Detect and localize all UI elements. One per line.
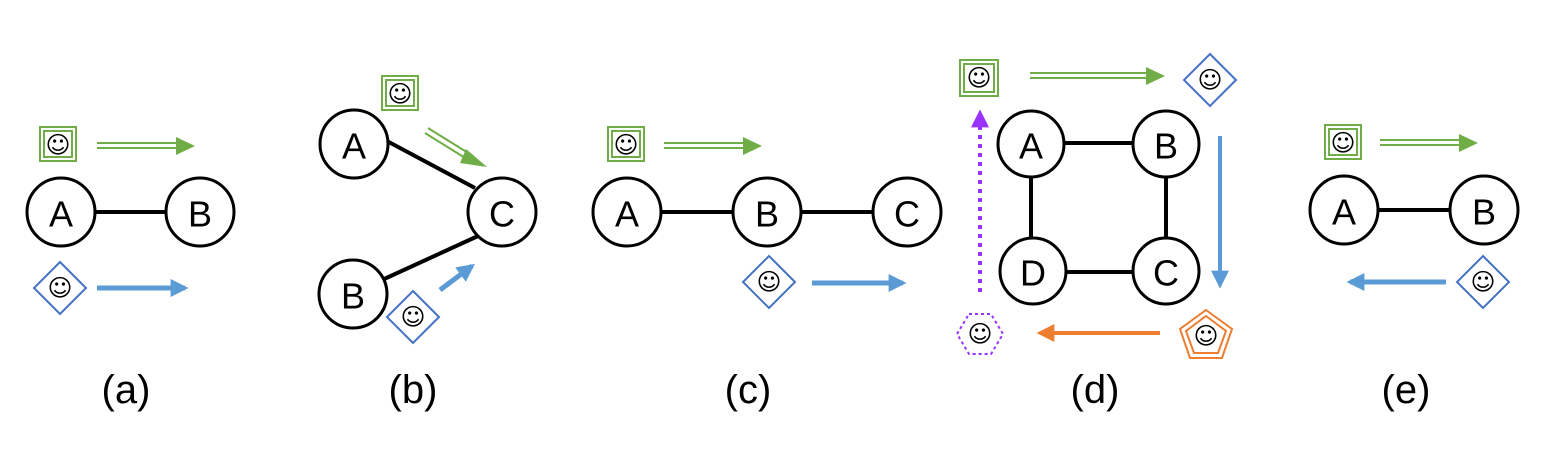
- pentagon-smiley-icon: ☺: [1193, 322, 1218, 350]
- agent-green-b: ☺: [381, 75, 419, 111]
- square-smiley-icon: ☺: [387, 80, 412, 108]
- node-C: [871, 176, 943, 248]
- node-label: B: [341, 276, 365, 317]
- node-C: [1131, 236, 1201, 306]
- arrow-green-d: [1030, 67, 1165, 85]
- caption-e: (e): [1382, 368, 1431, 412]
- node-A: [318, 108, 390, 180]
- panel-e: ☺ A B ☺ (e): [1308, 124, 1520, 412]
- caption-b: (b): [389, 368, 438, 412]
- node-label: B: [1154, 126, 1178, 167]
- node-B: [317, 258, 389, 330]
- agent-green-d: ☺: [959, 59, 999, 97]
- node-label: C: [1153, 253, 1179, 294]
- node-C: [466, 176, 538, 248]
- square-smiley-icon: ☺: [1330, 129, 1355, 157]
- agent-blue-b: ☺: [385, 289, 441, 345]
- node-B: [1448, 174, 1520, 246]
- diamond-smiley-icon: ☺: [400, 303, 425, 331]
- node-label: A: [49, 194, 73, 235]
- agent-orange-d: ☺: [1178, 308, 1234, 359]
- node-label: A: [615, 194, 639, 235]
- agent-green-c: ☺: [607, 126, 645, 162]
- agent-blue-c: ☺: [741, 254, 797, 310]
- node-B: [164, 176, 236, 248]
- square-smiley-icon: ☺: [45, 131, 70, 159]
- node-label: A: [1332, 192, 1356, 233]
- node-B: [731, 176, 803, 248]
- node-label: A: [1019, 126, 1043, 167]
- agent-blue-a: ☺: [32, 260, 88, 316]
- diamond-smiley-icon: ☺: [47, 274, 72, 302]
- square-smiley-icon: ☺: [966, 64, 991, 92]
- panel-a: ☺ A B ☺ (a): [25, 126, 236, 412]
- node-A: [25, 176, 97, 248]
- arrow-green-e: [1380, 134, 1478, 152]
- hexagon-smiley-icon: ☺: [967, 320, 992, 348]
- agent-green-e: ☺: [1324, 124, 1362, 160]
- diamond-smiley-icon: ☺: [1197, 66, 1222, 94]
- arrow-green-a: [97, 137, 195, 155]
- agent-blue-d: ☺: [1182, 52, 1238, 108]
- caption-d: (d): [1071, 368, 1120, 412]
- node-A: [591, 176, 663, 248]
- node-A: [996, 109, 1066, 179]
- agent-purple-d: ☺: [955, 313, 1005, 355]
- node-label: C: [489, 194, 515, 235]
- node-D: [998, 236, 1068, 306]
- caption-c: (c): [725, 368, 772, 412]
- node-label: A: [342, 126, 366, 167]
- node-label: B: [188, 194, 212, 235]
- square-smiley-icon: ☺: [613, 131, 638, 159]
- panel-c: ☺ A B C ☺ (c): [591, 126, 943, 412]
- diamond-smiley-icon: ☺: [756, 268, 781, 296]
- node-label: B: [755, 194, 779, 235]
- panel-d: ☺ ☺ A B C D ☺: [955, 52, 1238, 412]
- arrow-blue-b: [438, 263, 475, 292]
- node-label: D: [1020, 253, 1046, 294]
- edge-a-c: [384, 138, 476, 190]
- edge-b-c: [381, 234, 479, 282]
- agent-green-a: ☺: [39, 126, 77, 162]
- diamond-smiley-icon: ☺: [1470, 268, 1495, 296]
- arrow-green-b: [424, 127, 487, 167]
- node-label: C: [894, 194, 920, 235]
- agent-blue-e: ☺: [1455, 254, 1511, 310]
- node-A: [1308, 174, 1380, 246]
- arrow-green-c: [664, 137, 762, 155]
- node-B: [1131, 109, 1201, 179]
- panel-b: A B C ☺ ☺ (b): [317, 75, 538, 412]
- node-label: B: [1472, 192, 1496, 233]
- caption-a: (a): [102, 368, 151, 412]
